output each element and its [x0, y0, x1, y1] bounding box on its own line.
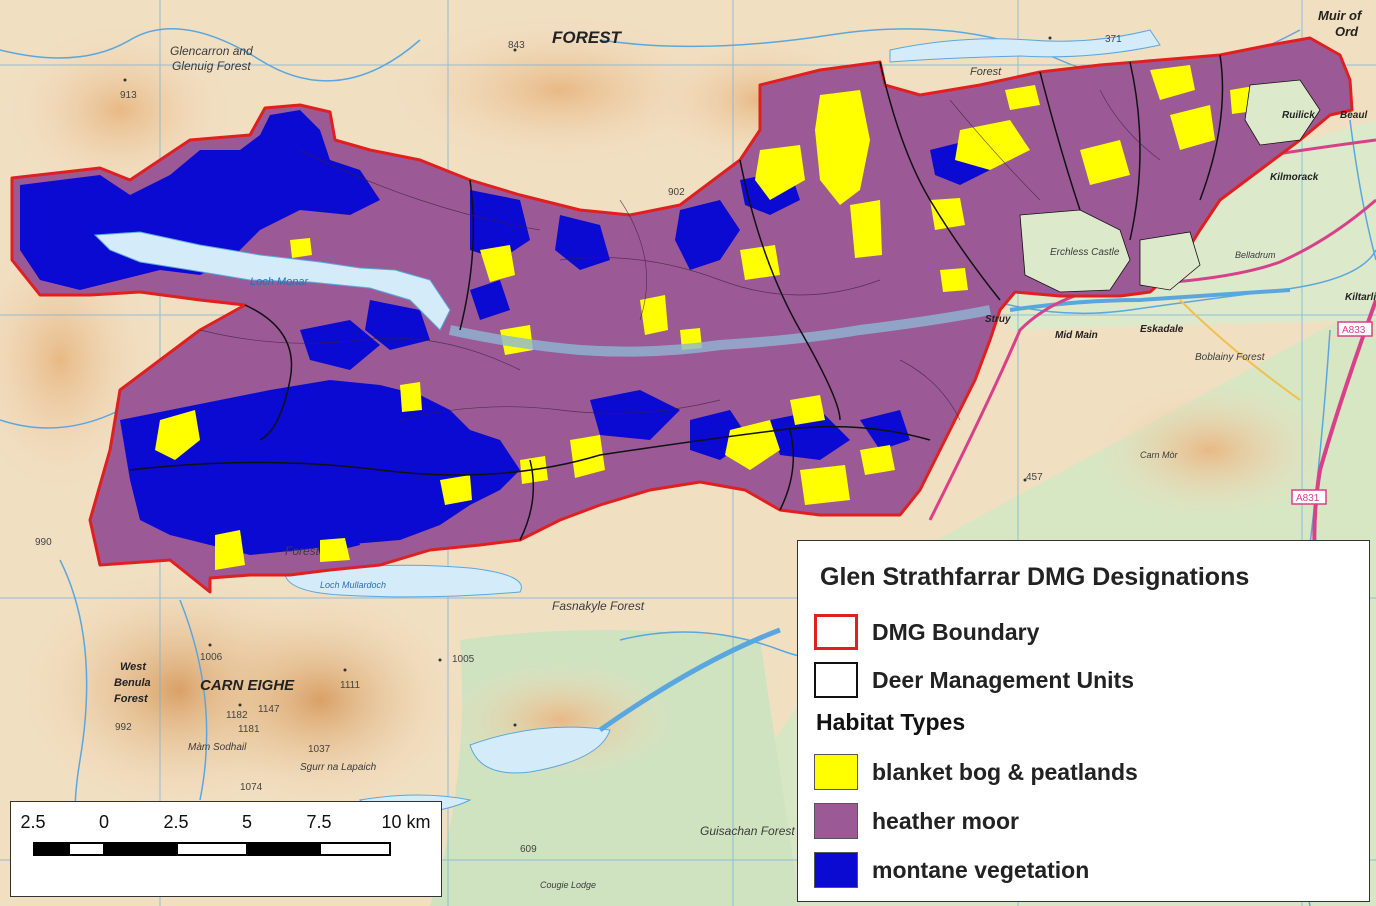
- svg-text:1006: 1006: [200, 652, 223, 663]
- svg-text:843: 843: [508, 40, 525, 51]
- scale-bar: 2.5 0 2.5 5 7.5 10 km: [10, 801, 442, 897]
- svg-text:1037: 1037: [308, 744, 331, 755]
- svg-text:371: 371: [1105, 34, 1122, 45]
- river-glass: [598, 627, 781, 733]
- legend-row-dmg-boundary: DMG Boundary: [814, 613, 1039, 651]
- label-ord: Ord: [1335, 24, 1359, 39]
- label-mam-sodhail: Màm Sodhail: [188, 742, 247, 753]
- svg-text:1181: 1181: [238, 724, 260, 735]
- label-boblainy: Boblainy Forest: [1195, 352, 1266, 363]
- label-belladrum: Belladrum: [1235, 250, 1276, 260]
- scale-tick-label: 5: [241, 812, 253, 832]
- svg-text:1005: 1005: [452, 654, 475, 665]
- swatch-deer-units: [814, 662, 858, 698]
- svg-text:609: 609: [520, 844, 537, 855]
- scale-tick-label: 2.5: [163, 812, 189, 832]
- map-legend: Glen Strathfarrar DMG Designations DMG B…: [797, 540, 1370, 902]
- svg-text:992: 992: [115, 722, 132, 733]
- loch-orrin: [889, 29, 1161, 63]
- loch-beinn-a-mheadhoin: [469, 726, 611, 774]
- swatch-heather-moor: [814, 803, 858, 839]
- label-ruilick: Ruilick: [1282, 110, 1315, 121]
- east-farmland-3: [1139, 231, 1201, 291]
- label-eskadale: Eskadale: [1140, 324, 1184, 335]
- swatch-dmg-boundary: [814, 614, 858, 650]
- loch-monar: [93, 231, 451, 331]
- legend-habitat-heading: Habitat Types: [816, 709, 966, 735]
- east-farmland-2: [1244, 79, 1321, 146]
- label-kiltarlity: Kiltarlity: [1345, 292, 1376, 303]
- label-west: West: [120, 661, 147, 673]
- svg-text:1182: 1182: [226, 710, 248, 721]
- label-struy: Struy: [985, 314, 1011, 325]
- label-orrin-forest: Forest: [970, 66, 1002, 78]
- legend-row-montane: montane vegetation: [814, 851, 1089, 889]
- label-carn-mor: Carn Mòr: [1140, 450, 1179, 460]
- legend-label-dmg-boundary: DMG Boundary: [872, 618, 1040, 645]
- svg-text:990: 990: [35, 537, 52, 548]
- svg-text:1147: 1147: [258, 704, 280, 715]
- label-kilmorack: Kilmorack: [1270, 172, 1319, 183]
- legend-row-blanket-bog: blanket bog & peatlands: [814, 753, 1138, 791]
- svg-text:913: 913: [120, 90, 137, 101]
- label-benula-forest: Forest: [114, 693, 149, 705]
- label-mid-main: Mid Main: [1055, 330, 1098, 341]
- scale-tick-label: 2.5: [20, 812, 46, 832]
- label-benula: Benula: [114, 677, 151, 689]
- legend-label-montane: montane vegetation: [872, 856, 1090, 883]
- scale-tick-label: 7.5: [306, 812, 332, 832]
- label-fasnakyle: Fasnakyle Forest: [552, 599, 645, 613]
- road-shields: A833 A831: [1291, 321, 1373, 505]
- legend-label-heather-moor: heather moor: [872, 807, 1019, 834]
- place-labels: FOREST Glencarron and Glenuig Forest Mui…: [114, 8, 1376, 890]
- label-loch-mullardoch: Loch Mullardoch: [320, 580, 386, 590]
- scale-segment: [104, 842, 177, 856]
- loch-mullardoch: [284, 564, 522, 598]
- east-farmland: [1019, 209, 1131, 293]
- swatch-blanket-bog: [814, 754, 858, 790]
- label-sgurr-na-lapaich: Sgurr na Lapaich: [300, 762, 377, 773]
- label-erchless: Erchless Castle: [1050, 247, 1120, 258]
- blanket-bog: [155, 65, 1262, 570]
- legend-label-deer-units: Deer Management Units: [872, 666, 1135, 693]
- label-muir-of: Muir of: [1318, 8, 1363, 23]
- label-guisachan: Guisachan Forest: [700, 824, 795, 838]
- scale-tick-label: 10 km: [381, 812, 431, 832]
- legend-row-deer-units: Deer Management Units: [814, 661, 1134, 699]
- habitat-parcel-outlines: [199, 89, 1161, 421]
- swatch-montane: [814, 852, 858, 888]
- scale-segment: [176, 842, 248, 856]
- label-glencarron: Glencarron and: [170, 44, 253, 58]
- svg-text:1074: 1074: [240, 782, 263, 793]
- label-cougie: Cougie Lodge: [540, 880, 596, 890]
- legend-title: Glen Strathfarrar DMG Designations: [820, 563, 1250, 591]
- scale-segment: [319, 842, 391, 856]
- label-forest-top: FOREST: [552, 28, 623, 47]
- scale-segment: [68, 842, 105, 856]
- legend-label-blanket-bog: blanket bog & peatlands: [872, 758, 1138, 785]
- label-a833-north: A833: [1342, 325, 1366, 336]
- label-forest-south: Forest: [285, 544, 320, 558]
- label-a831: A831: [1296, 493, 1320, 504]
- glen-strathfarrar-river: [448, 305, 991, 357]
- legend-row-heather-moor: heather moor: [814, 802, 1019, 840]
- spot-heights: [123, 36, 1052, 727]
- label-loch-monar: Loch Monar: [250, 276, 309, 288]
- scale-tick-label: 0: [98, 812, 110, 832]
- deer-management-unit-lines: [129, 54, 1224, 541]
- svg-text:457: 457: [1026, 472, 1043, 483]
- scale-segment: [33, 842, 69, 856]
- svg-text:902: 902: [668, 187, 685, 198]
- spot-height-labels: 913 843 1006 1111 1182 1147 1181 1037 10…: [35, 34, 1122, 855]
- label-glenuig: Glenuig Forest: [172, 59, 251, 73]
- road-minor: [1179, 299, 1301, 401]
- label-beauly: Beaul: [1340, 110, 1367, 121]
- scale-segment: [247, 842, 320, 856]
- svg-text:1111: 1111: [340, 680, 360, 691]
- label-carn-eighe: CARN EIGHE: [200, 677, 295, 694]
